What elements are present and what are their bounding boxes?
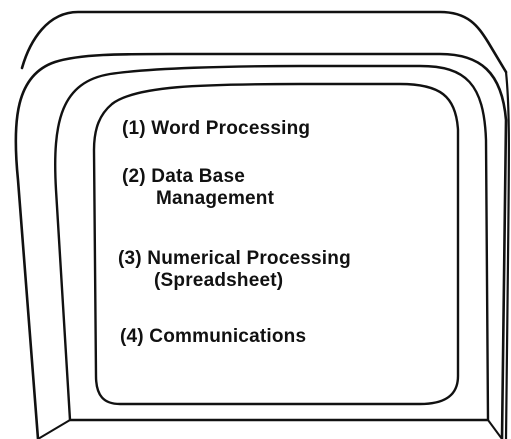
monitor-outer-frame [14, 52, 508, 439]
monitor-inner-bezel [54, 64, 490, 422]
monitor-top-edge [20, 10, 508, 74]
monitor-base-left [37, 419, 71, 439]
menu-item-label: (1) Word Processing [122, 118, 311, 139]
menu-item-data-base-management: (2) Data Base Management [122, 166, 274, 210]
menu-item-numerical-processing: (3) Numerical Processing (Spreadsheet) [118, 248, 351, 292]
menu-item-label-continued: Management [156, 188, 275, 209]
menu-item-label: (4) Communications [120, 326, 307, 347]
monitor-screen [92, 82, 460, 406]
menu-item-communications: (4) Communications [120, 326, 306, 348]
menu-item-label: (3) Numerical Processing [118, 248, 351, 269]
menu-item-word-processing: (1) Word Processing [122, 118, 310, 140]
monitor-base-right [487, 419, 503, 439]
monitor-side-edge [504, 70, 510, 439]
menu-item-label-continued: (Spreadsheet) [154, 270, 284, 291]
menu-item-label: (2) Data Base [122, 166, 245, 187]
